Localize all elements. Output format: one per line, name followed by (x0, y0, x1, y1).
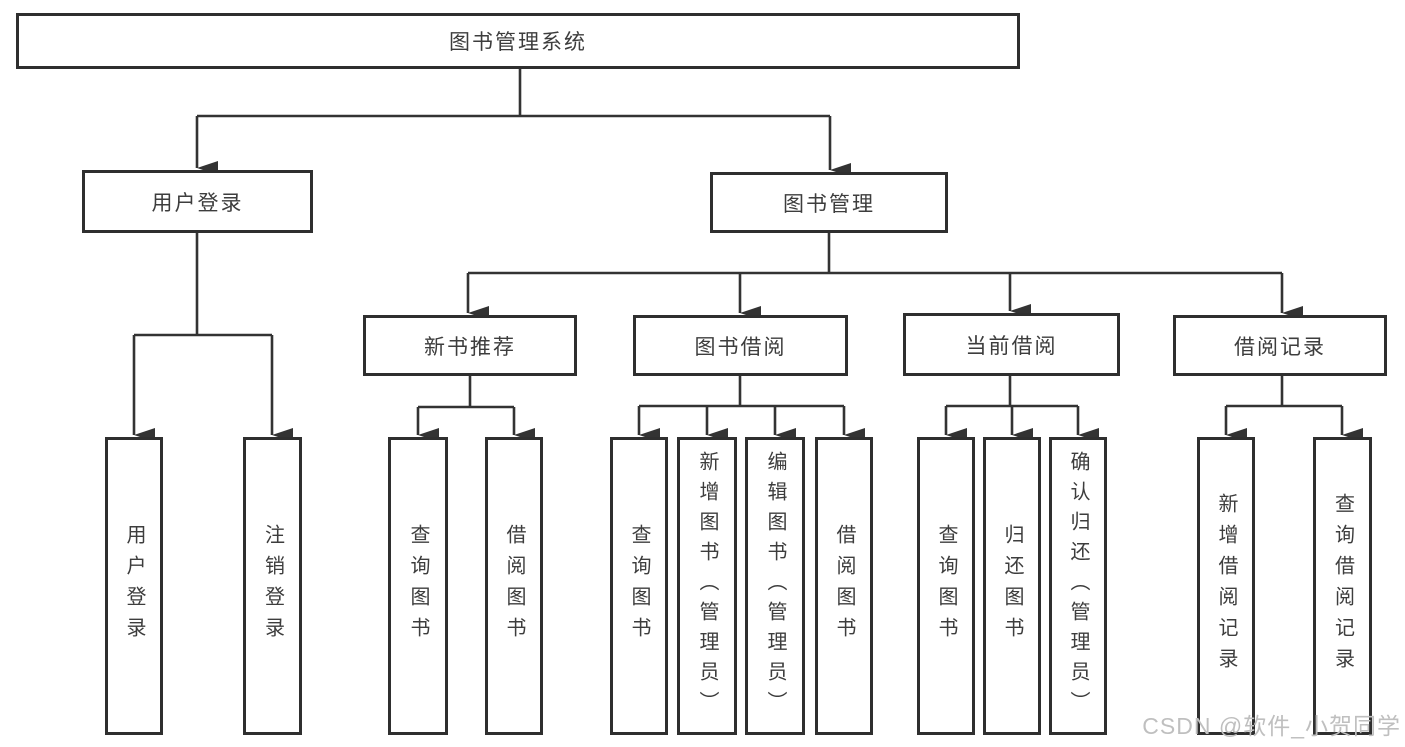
node-leaf-user-login: 用户登录 (105, 437, 163, 735)
node-label: 注销登录 (261, 524, 284, 648)
node-label: 查询图书 (935, 524, 957, 648)
node-label: 借阅图书 (503, 524, 525, 648)
node-label: 查询图书 (628, 524, 650, 648)
node-leaf-borrow-books: 借阅图书 (485, 437, 543, 735)
csdn-watermark: CSDN @软件_小贺同学 (1142, 713, 1401, 739)
node-leaf-return-books: 归还图书 (983, 437, 1041, 735)
node-label: 图书管理系统 (449, 31, 587, 54)
node-book-borrow: 图书借阅 (633, 315, 848, 376)
node-borrow-records: 借阅记录 (1173, 315, 1387, 376)
node-leaf-edit-books-admin: 编辑图书（管理员） (745, 437, 805, 735)
node-label: 归还图书 (1001, 524, 1023, 648)
node-book-management-group: 图书管理 (710, 172, 948, 233)
node-leaf-query-borrow-record: 查询借阅记录 (1313, 437, 1372, 735)
node-label: 用户登录 (151, 191, 244, 215)
node-label: 借阅记录 (1234, 335, 1326, 359)
node-label: 确认归还（管理员） (1067, 451, 1089, 721)
node-leaf-borrow-books-2: 借阅图书 (815, 437, 873, 735)
node-user-login-group: 用户登录 (82, 170, 313, 233)
node-label: 编辑图书（管理员） (764, 451, 786, 721)
node-label: 新书推荐 (424, 335, 516, 359)
node-leaf-confirm-return-admin: 确认归还（管理员） (1049, 437, 1107, 735)
node-label: 新增图书（管理员） (696, 451, 718, 721)
node-leaf-add-books-admin: 新增图书（管理员） (677, 437, 737, 735)
node-leaf-add-borrow-record: 新增借阅记录 (1197, 437, 1255, 735)
node-label: 图书借阅 (694, 335, 787, 359)
node-new-book-recommend: 新书推荐 (363, 315, 577, 376)
node-leaf-logout: 注销登录 (243, 437, 302, 735)
node-leaf-query-books: 查询图书 (388, 437, 448, 735)
node-label: 用户登录 (123, 524, 145, 648)
node-label: 当前借阅 (965, 334, 1058, 358)
node-label: 借阅图书 (833, 524, 855, 648)
node-label: 查询图书 (407, 524, 429, 648)
node-current-borrow: 当前借阅 (903, 313, 1120, 376)
node-label: 新增借阅记录 (1215, 493, 1237, 679)
node-library-management-system: 图书管理系统 (16, 13, 1020, 69)
node-leaf-query-books-2: 查询图书 (610, 437, 668, 735)
node-label: 图书管理 (783, 192, 875, 216)
node-leaf-query-books-3: 查询图书 (917, 437, 975, 735)
node-label: 查询借阅记录 (1331, 493, 1354, 679)
